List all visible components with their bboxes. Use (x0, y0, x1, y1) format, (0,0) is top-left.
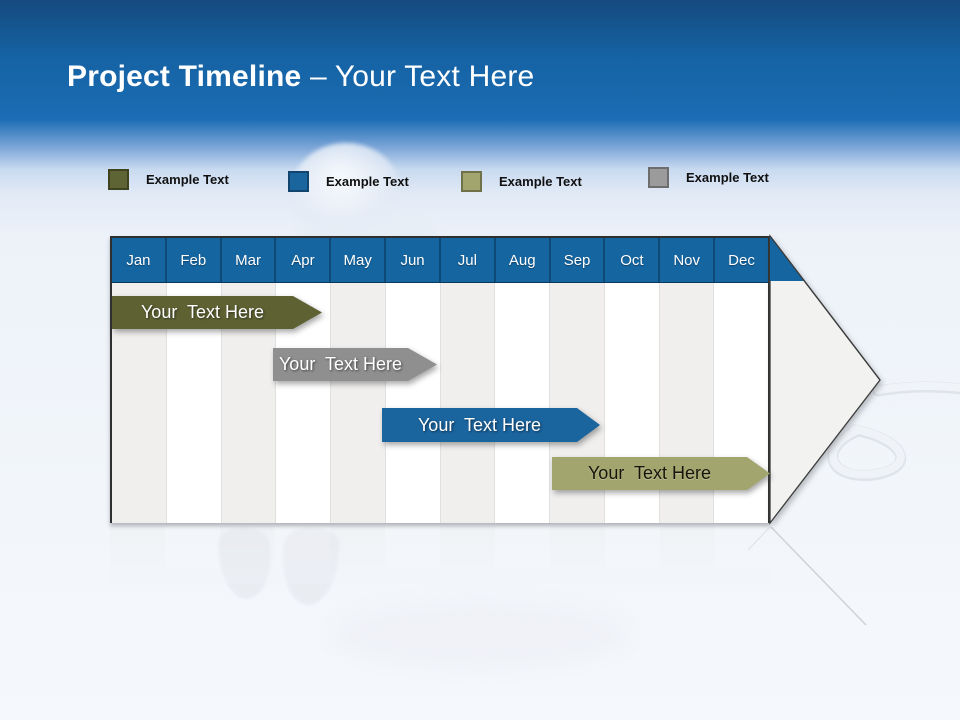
floor-reflection-glow (330, 600, 630, 670)
figure-shoulders (296, 214, 436, 240)
legend-item: Example Text (108, 167, 229, 191)
month-cell: Nov (658, 238, 713, 282)
gantt-bar[interactable]: Your Text Here (112, 296, 322, 329)
month-cell: Aug (493, 238, 549, 282)
page-title: Project Timeline – Your Text Here (67, 60, 534, 94)
month-cell: Apr (274, 238, 329, 282)
title-placeholder-text[interactable]: – Your Text Here (301, 60, 535, 93)
month-column-stripe (439, 283, 495, 523)
legend-label[interactable]: Example Text (146, 171, 229, 187)
month-cell: Feb (164, 238, 220, 282)
legend-color-swatch (108, 168, 129, 190)
month-cell: Jun (384, 238, 439, 282)
title-bold-text: Project Timeline (67, 60, 302, 93)
gantt-bar[interactable]: Your Text Here (273, 348, 437, 381)
month-cell: Sep (548, 238, 604, 282)
legend-color-swatch (461, 170, 482, 192)
month-cell: Oct (603, 238, 658, 282)
legend-item: Example Text (461, 169, 582, 193)
gantt-bar-label[interactable]: Your Text Here (273, 348, 437, 381)
month-cell: May (329, 238, 384, 282)
gantt-bar[interactable]: Your Text Here (382, 408, 600, 442)
month-column-stripe (384, 283, 440, 523)
legend-label[interactable]: Example Text (499, 173, 582, 189)
month-column-stripe (494, 283, 549, 523)
table-reflection (110, 526, 770, 584)
month-column-stripe (330, 283, 385, 523)
legend-label[interactable]: Example Text (686, 169, 769, 185)
legend-item: Example Text (648, 165, 769, 189)
legend-label[interactable]: Example Text (326, 173, 409, 189)
gantt-bar-label[interactable]: Your Text Here (552, 457, 770, 490)
month-cell: Mar (219, 238, 275, 282)
gantt-bar-label[interactable]: Your Text Here (382, 408, 600, 442)
month-cell: Jan (126, 251, 151, 269)
month-cell: Dec (713, 238, 768, 282)
legend-item: Example Text (288, 169, 409, 193)
legend-color-swatch (648, 166, 669, 188)
gantt-bar[interactable]: Your Text Here (552, 457, 770, 490)
legend-color-swatch (288, 170, 309, 192)
month-cell: Jul (438, 238, 494, 282)
gantt-bar-label[interactable]: Your Text Here (112, 296, 322, 329)
